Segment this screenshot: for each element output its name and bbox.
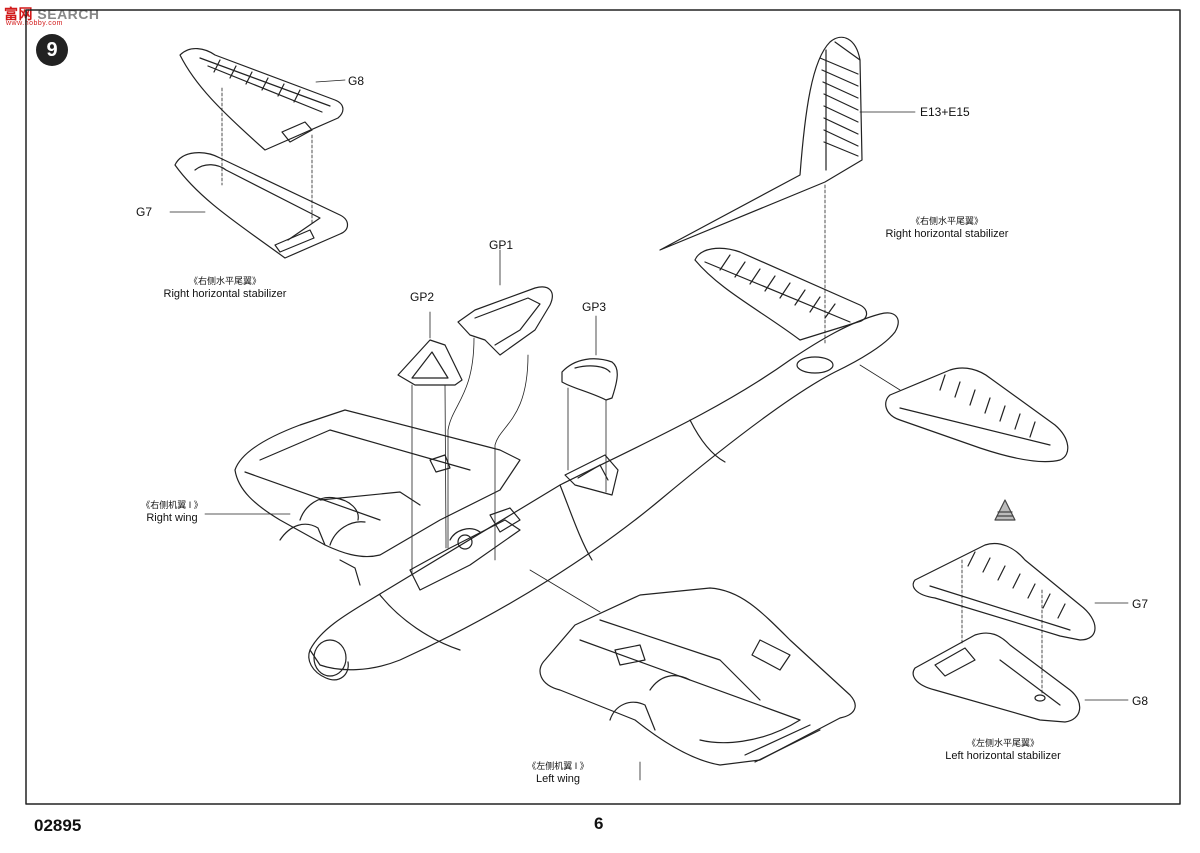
caption-en: Right wing — [146, 512, 198, 524]
caption-right-stabilizer-right: 《右侧水平尾翼》 Right horizontal stabilizer — [872, 215, 1022, 241]
caption-zh: 《右侧水平尾翼》 — [910, 216, 983, 226]
label-g8-top: G8 — [348, 74, 365, 88]
caption-left-wing: 《左侧机翼 I 》 Left wing — [508, 760, 608, 786]
right-stabilizer-lower-part-g7 — [174, 152, 349, 259]
guide-left-stab-mid — [859, 364, 901, 391]
left-stabilizer-upper-part-g7 — [912, 542, 1096, 641]
label-g8-right: G8 — [1132, 694, 1149, 708]
guide-left-wing — [529, 569, 601, 613]
right-wing — [234, 409, 521, 586]
caption-right-wing: 《右侧机翼 I 》 Right wing — [122, 499, 222, 525]
left-wing — [539, 587, 856, 766]
assembly-guide-lines — [169, 79, 346, 226]
canopy-gp1 — [457, 286, 553, 356]
product-code: 02895 — [34, 816, 82, 835]
label-e13-e15: E13+E15 — [920, 105, 970, 119]
watermark-cn: 富 — [4, 6, 19, 22]
caption-zh: 《左侧机翼 I 》 — [527, 761, 589, 771]
label-g7-right: G7 — [1132, 597, 1149, 611]
canopy-gp3 — [561, 358, 618, 401]
page-number: 6 — [594, 814, 604, 833]
label-gp2: GP2 — [410, 290, 435, 304]
right-stabilizer-installed — [694, 247, 868, 341]
left-stab-guide-lines — [961, 559, 1129, 701]
watermark-url: www.hobby.com — [6, 20, 63, 27]
cockpit — [409, 454, 619, 591]
caption-en: Left wing — [535, 773, 581, 785]
page-frame — [25, 9, 1181, 805]
step-number-badge: 9 — [36, 34, 68, 66]
canopy-gp2 — [397, 339, 463, 386]
right-stabilizer-upper-part-g8 — [179, 48, 344, 151]
label-g7-top: G7 — [136, 205, 153, 219]
caption-left-stabilizer: 《左侧水平尾翼》 Left horizontal stabilizer — [928, 737, 1078, 763]
canopy-guide-lines — [411, 249, 607, 576]
label-gp3: GP3 — [582, 300, 607, 314]
caption-en: Right horizontal stabilizer — [885, 228, 1009, 240]
caption-zh: 《右侧水平尾翼》 — [188, 276, 261, 286]
caption-en: Right horizontal stabilizer — [163, 288, 287, 300]
fuselage — [308, 312, 899, 681]
caption-en: Left horizontal stabilizer — [945, 750, 1061, 762]
direction-arrow-icon — [994, 499, 1016, 521]
left-stabilizer-mid — [885, 367, 1069, 463]
label-gp1: GP1 — [489, 238, 514, 252]
vertical-fin-e13-e15 — [659, 36, 863, 251]
left-stabilizer-lower-part-g8 — [912, 632, 1081, 723]
caption-zh: 《右侧机翼 I 》 — [141, 500, 203, 510]
caption-right-stabilizer-left: 《右侧水平尾翼》 Right horizontal stabilizer — [150, 275, 300, 301]
caption-zh: 《左侧水平尾翼》 — [966, 738, 1039, 748]
